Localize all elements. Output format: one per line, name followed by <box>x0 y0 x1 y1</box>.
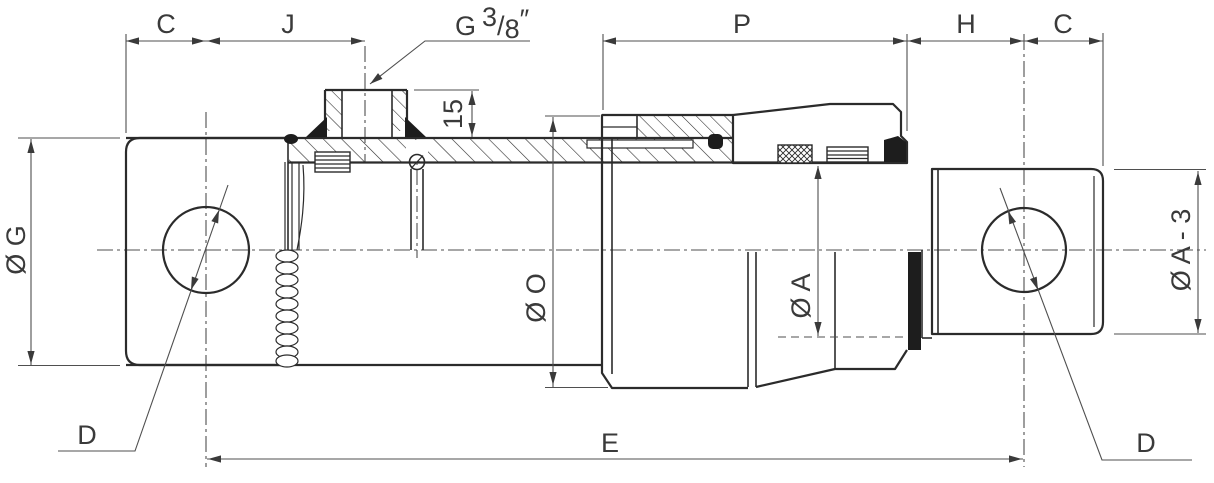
hole-callout-right: D <box>999 187 1192 461</box>
label-hole-d-left: D <box>77 420 97 450</box>
sleeve-lower <box>600 115 932 390</box>
label-dim-e: E <box>601 428 619 458</box>
label-dim-j: J <box>281 9 295 39</box>
label-dim-15: 15 <box>438 99 468 129</box>
backup-ring <box>826 146 869 163</box>
label-dia-o: Ø O <box>521 273 551 323</box>
label-dim-h: H <box>956 9 976 39</box>
oring-seal-gland <box>708 134 723 149</box>
sleeve-bottom-taper <box>755 349 908 389</box>
vent-screw <box>406 140 428 250</box>
dim-port-height: 15 <box>414 89 479 137</box>
dim-e: E <box>207 428 1023 463</box>
return-spring <box>275 249 299 368</box>
weld-fillet-left <box>306 117 327 137</box>
label-dim-p: P <box>733 9 751 39</box>
seal-band-lower <box>908 252 921 350</box>
vent-screw-head <box>408 153 426 171</box>
rod-seal-crosshatch <box>778 145 812 163</box>
label-dia-g: Ø G <box>1 225 31 275</box>
mounting-hole-left <box>161 205 251 295</box>
vent-screw-slot <box>410 155 424 169</box>
centerlines <box>97 34 1206 467</box>
sleeve-left-face <box>600 115 748 390</box>
rod-end-outline <box>930 167 1105 336</box>
oring-seal-top-left <box>284 134 298 144</box>
weld-fillet-right <box>405 117 426 137</box>
mounting-hole-right <box>980 206 1068 294</box>
label-dim-c-right: C <box>1053 9 1073 39</box>
thread-joint-detail <box>314 151 351 173</box>
label-hole-d-right: D <box>1136 428 1156 458</box>
label-dia-a: Ø A <box>786 273 816 318</box>
cylinder-body <box>124 88 1105 390</box>
retaining-ring-curve <box>296 164 305 251</box>
dim-dia-a: Ø A <box>778 166 908 338</box>
dim-dia-a3: Ø A - 3 <box>1114 168 1206 335</box>
dim-dia-o: Ø O <box>521 115 608 389</box>
sleeve-upper <box>586 102 909 165</box>
port-g38 <box>306 88 426 137</box>
wiper-seal <box>884 136 906 162</box>
gland-head-section <box>731 102 909 165</box>
dim-dia-g: Ø G <box>1 137 120 367</box>
label-dia-a3: Ø A - 3 <box>1166 209 1196 292</box>
base-cap-outline <box>124 136 288 367</box>
hole-callout-left: D <box>58 184 229 452</box>
guide-band <box>586 139 694 149</box>
rod-end-block <box>930 167 1105 336</box>
label-dim-c-left: C <box>156 9 176 39</box>
sleeve-wall-hatch <box>637 116 733 138</box>
